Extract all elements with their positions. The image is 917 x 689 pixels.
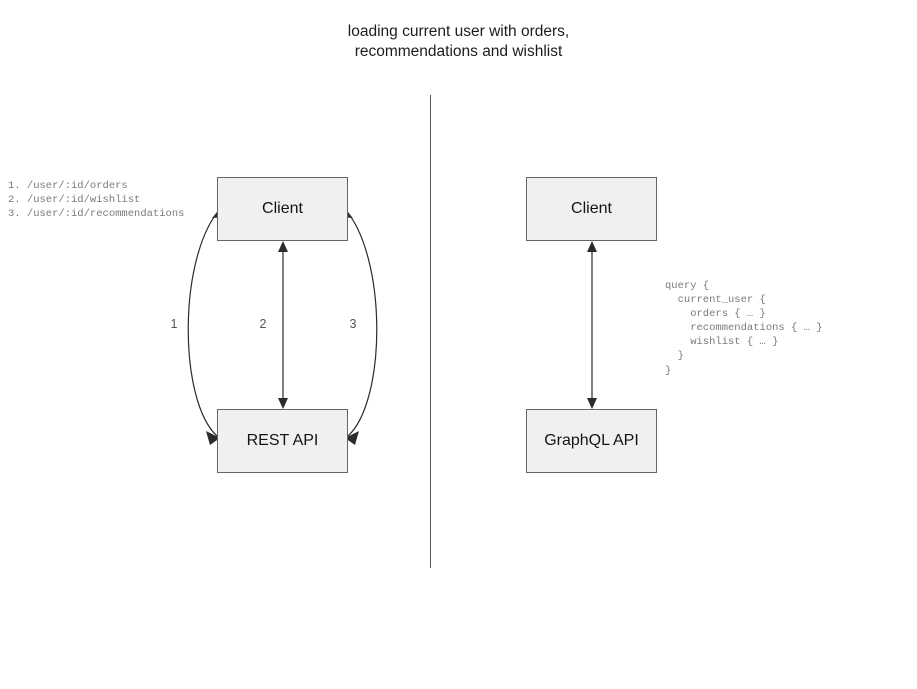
- node-label: Client: [262, 200, 303, 217]
- node-label: GraphQL API: [544, 432, 639, 449]
- diagram-title: loading current user with orders, recomm…: [347, 23, 570, 60]
- node-rest-api[interactable]: REST API: [217, 409, 348, 473]
- node-label: REST API: [246, 432, 319, 449]
- rest-endpoints-list: 1. /user/:id/orders 2. /user/:id/wishlis…: [8, 180, 185, 221]
- edge-2-line: [278, 241, 288, 409]
- node-client-rest[interactable]: Client: [217, 177, 348, 241]
- graphql-query-block: query { current_user { orders { … } reco…: [665, 280, 823, 377]
- edge-label-1: 1: [170, 317, 178, 331]
- node-graphql-api[interactable]: GraphQL API: [526, 409, 657, 473]
- node-client-graphql[interactable]: Client: [526, 177, 657, 241]
- edge-label-2: 2: [259, 317, 267, 331]
- edge-label-3: 3: [349, 317, 357, 331]
- graphql-edge-line: [587, 241, 597, 409]
- vertical-divider: [430, 95, 431, 568]
- node-label: Client: [571, 200, 612, 217]
